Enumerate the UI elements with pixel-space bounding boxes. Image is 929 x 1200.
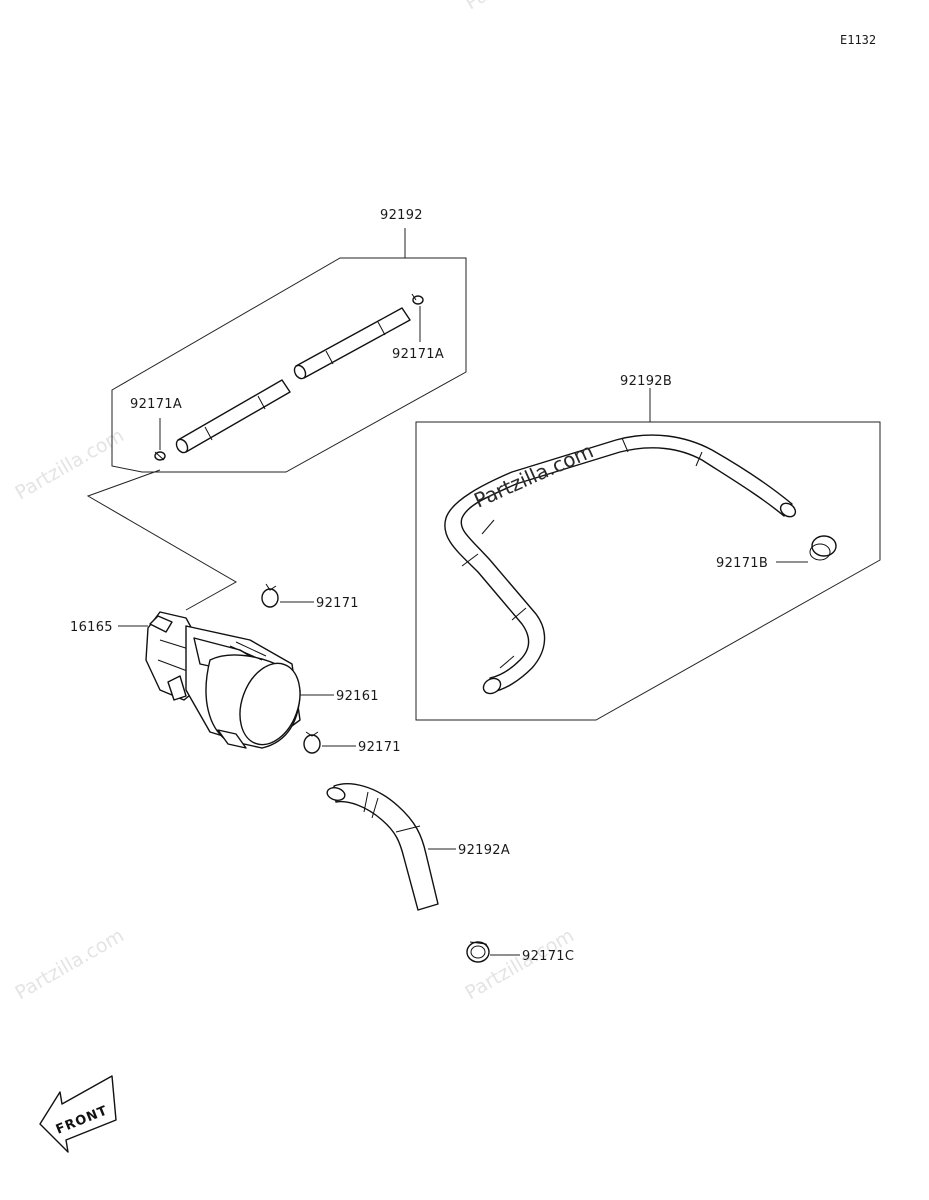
callout-92192A: 92192A [458,843,510,858]
callout-16165: 16165 [70,620,113,635]
hose-92192B-group: 92192B Partzilla.com 92171B [415,374,881,721]
watermark: Partzilla.com [12,424,128,504]
hose-92192B-frame [415,421,881,721]
callout-92171A-top: 92171A [392,347,444,362]
watermark: Partzilla.com [462,0,578,14]
clip-92171A-left [154,451,166,461]
hose-92192-frame [111,257,467,473]
hose-92192A [326,783,439,911]
clip-92171B [809,535,837,561]
pump-assembly [145,611,301,749]
callout-92171A-left: 92171A [130,397,182,412]
callout-92171C: 92171C [522,949,574,964]
hose-92192-group: 92192 92171A 92171A [111,208,467,473]
watermark-center: Partzilla.com [470,439,597,513]
callout-92192: 92192 [380,208,423,223]
watermark: Partzilla.com [462,924,578,1004]
callout-92171B: 92171B [716,556,768,571]
clip-92171-upper [261,583,279,608]
callout-92161: 92161 [336,689,379,704]
watermark: Partzilla.com [12,924,128,1004]
callout-92192B: 92192B [620,374,672,389]
clip-92171-lower [303,731,321,754]
diagram-code: E1132 [840,33,876,47]
front-arrow: FRONT [39,1075,117,1153]
callout-92171-upper: 92171 [316,596,359,611]
hose-92192 [175,307,411,454]
leader-pump-connection [86,469,238,611]
clip-92171A-top [411,293,424,305]
callout-92171-lower: 92171 [358,740,401,755]
clip-92171C [466,941,490,963]
